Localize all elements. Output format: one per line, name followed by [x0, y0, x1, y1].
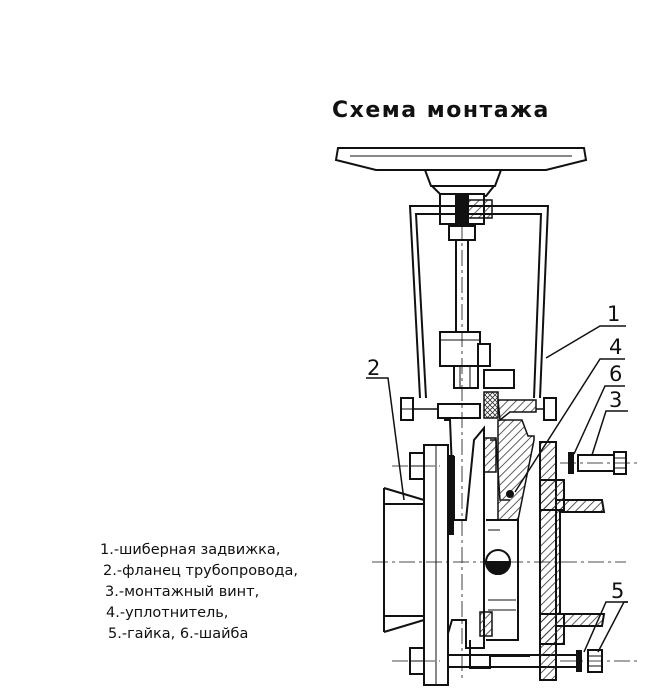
legend-item-2: 2.-фланец трубопровода,	[103, 563, 299, 579]
valve-body	[444, 419, 535, 669]
legend-item-4: 4.-уплотнитель,	[106, 605, 229, 621]
valve-stem	[439, 225, 491, 389]
top-bolt-right	[536, 397, 557, 421]
pipe-flange-right	[539, 441, 606, 681]
callout-2: 2	[367, 356, 380, 380]
yoke-frame	[408, 205, 550, 399]
callout-3: 3	[609, 388, 622, 412]
top-bolt-left	[400, 397, 438, 421]
washer	[576, 650, 582, 672]
diagram-title: Схема монтажа	[332, 98, 550, 123]
callout-5: 5	[611, 579, 624, 603]
legend-item-3: 3.-монтажный винт,	[105, 584, 260, 600]
stem-nut	[439, 193, 493, 225]
legend-item-5: 5.-гайка, 6.-шайба	[108, 626, 249, 642]
legend-item-1: 1.-шиберная задвижка,	[100, 542, 281, 558]
center-lines	[372, 196, 640, 680]
callout-6: 6	[609, 362, 622, 386]
bottom-tie-rod	[448, 654, 580, 668]
gland-packing	[437, 369, 537, 422]
pipe-flange-left	[383, 444, 454, 686]
callout-4: 4	[609, 335, 622, 359]
legend: 1.-шиберная задвижка, 2.-фланец трубопро…	[100, 540, 298, 645]
leader-lines	[366, 325, 628, 653]
callout-1: 1	[607, 302, 620, 326]
handwheel	[334, 147, 588, 197]
